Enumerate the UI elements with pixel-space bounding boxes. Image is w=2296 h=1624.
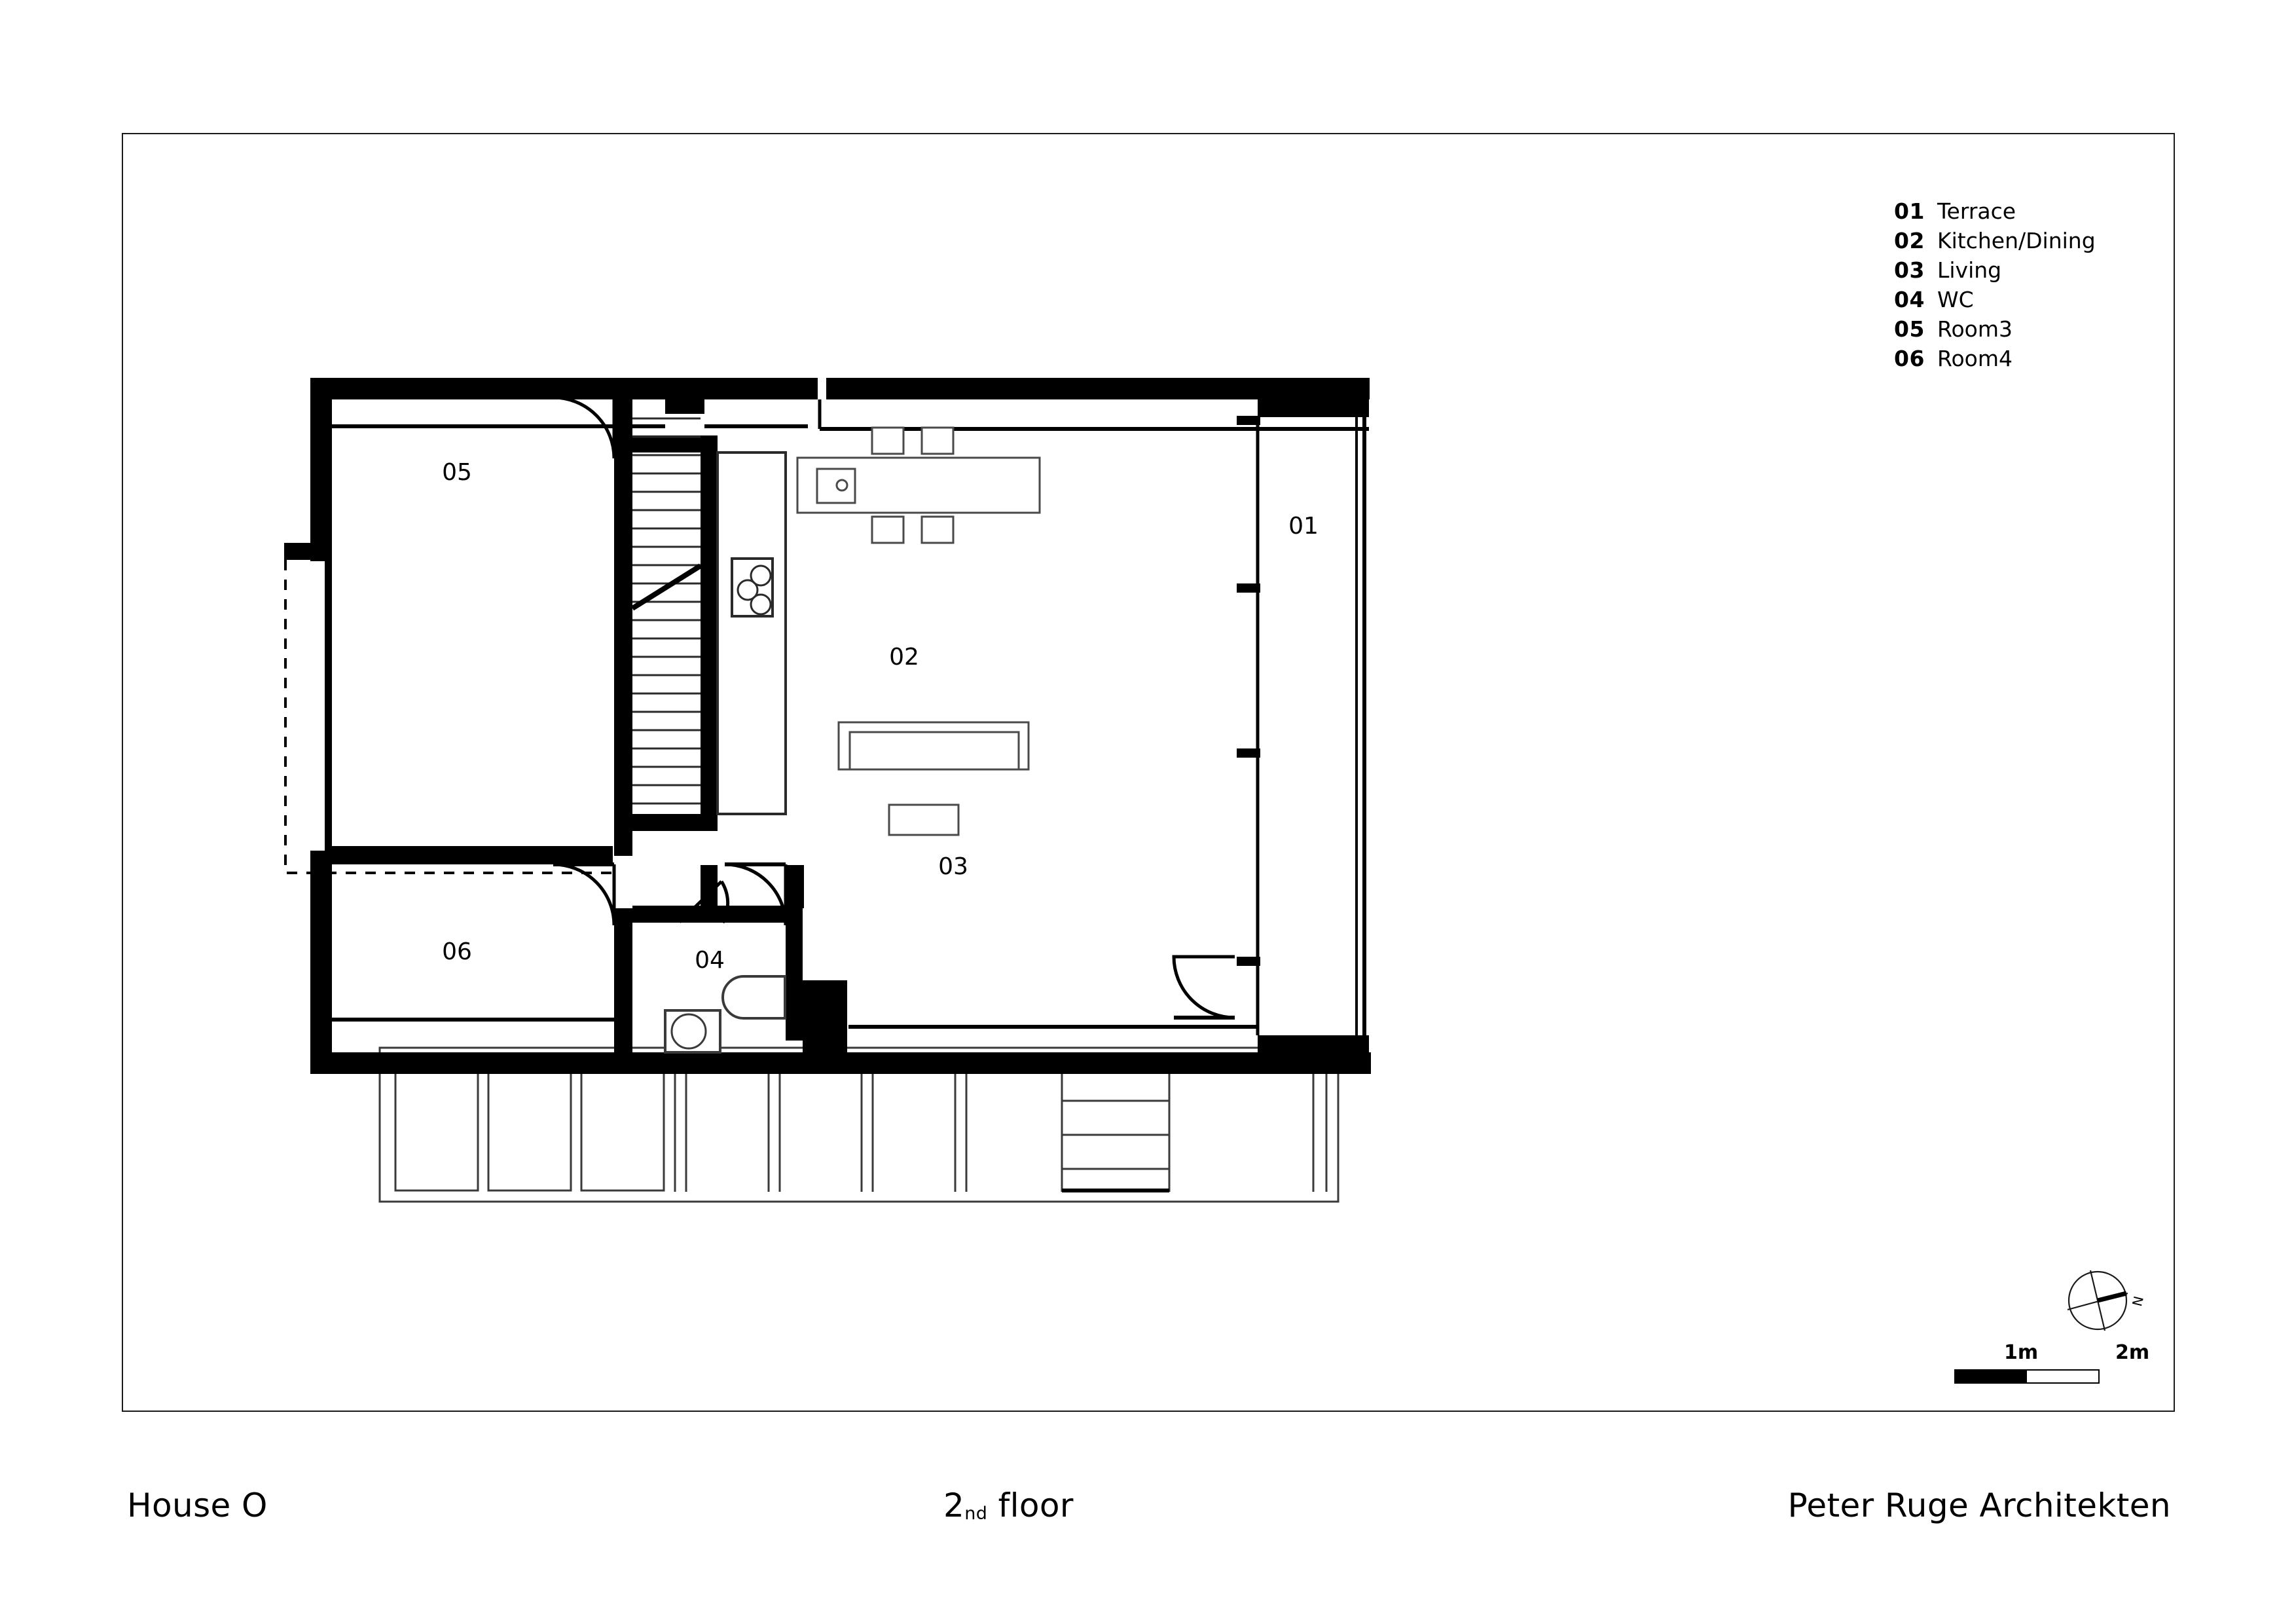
sink-drain [835,479,848,492]
chair [871,515,905,544]
toilet [721,975,786,1020]
legend-number: 01 [1894,198,1925,224]
compass-north-label: N [2129,1295,2147,1308]
coffee-table [888,803,960,836]
scale-bar: 1m 2m [1954,1338,2164,1397]
legend-item: 02 Kitchen/Dining [1894,226,2169,255]
drawing-title-number: 2 [943,1486,965,1524]
sofa-seat [848,731,1020,771]
title-block: House O 2nd floor Peter Ruge Architekten [122,1472,2175,1544]
compass-axis-vertical [2089,1270,2106,1331]
drawing-title-rest: floor [987,1486,1074,1524]
compass-north-needle [2097,1291,2127,1303]
office-name: Peter Ruge Architekten [1787,1486,2171,1524]
drawing-title: 2nd floor [943,1486,1074,1524]
legend-label: Room4 [1937,346,2013,371]
window-and-thin-lines [327,399,1369,1029]
room-label-living: 03 [938,853,968,880]
doors [553,396,1235,1020]
washbasin-bowl [670,1013,707,1050]
room-label-room4: 06 [442,938,472,965]
scale-label-1m: 1m [2004,1341,2039,1364]
legend-label: Living [1937,257,2002,283]
legend-label: WC [1937,287,1974,312]
room-label-terrace: 01 [1288,513,1319,540]
room-label-kitchen-dining: 02 [889,644,919,671]
floor-plan-drawing: 01 02 03 04 05 06 [284,378,1371,1203]
chair [920,426,955,455]
compass-circle [2068,1270,2128,1331]
wc-fixtures [664,975,786,1054]
legend-label: Kitchen/Dining [1937,228,2096,253]
legend-item: 04 WC [1894,285,2169,314]
legend-item: 03 Living [1894,255,2169,285]
exterior-deck-below [378,1046,1339,1203]
legend-number: 02 [1894,228,1925,253]
projection-dashed-outline [284,560,614,874]
compass-rose: N [2056,1257,2147,1349]
dining-furniture [796,426,1041,544]
kitchen-counter-strip [716,451,787,815]
chair [871,426,905,455]
scale-segment-filled [1956,1371,2027,1382]
terrace-railing-and-glazing [1237,416,1366,1035]
legend-item: 01 Terrace [1894,196,2169,226]
room-number-labels: 01 02 03 04 05 06 [442,459,1319,974]
room-legend: 01 Terrace 02 Kitchen/Dining 03 Living 0… [1894,196,2169,373]
door-terrace-swing [1172,955,1235,1020]
legend-number: 05 [1894,316,1925,342]
legend-number: 04 [1894,287,1925,312]
legend-item: 05 Room3 [1894,314,2169,344]
legend-item: 06 Room4 [1894,344,2169,373]
legend-label: Terrace [1937,198,2016,224]
scale-segment-empty [2027,1371,2098,1382]
legend-label: Room3 [1937,316,2013,342]
room-label-room3: 05 [442,459,472,486]
door-wc-leaf [678,880,723,923]
cooktop-icon [731,557,774,618]
legend-number: 03 [1894,257,1925,283]
scale-label-2m: 2m [2115,1341,2150,1364]
project-title: House O [127,1486,268,1524]
drawing-frame-border [122,133,2175,1412]
washbasin-counter [664,1009,721,1054]
living-furniture [837,721,1030,836]
chair [920,515,955,544]
room-label-wc: 04 [695,947,725,974]
drawing-title-ordinal: nd [964,1504,988,1524]
staircase [630,417,702,805]
legend-number: 06 [1894,346,1925,371]
scale-track [1954,1369,2100,1384]
door-wc-swing [720,880,730,924]
